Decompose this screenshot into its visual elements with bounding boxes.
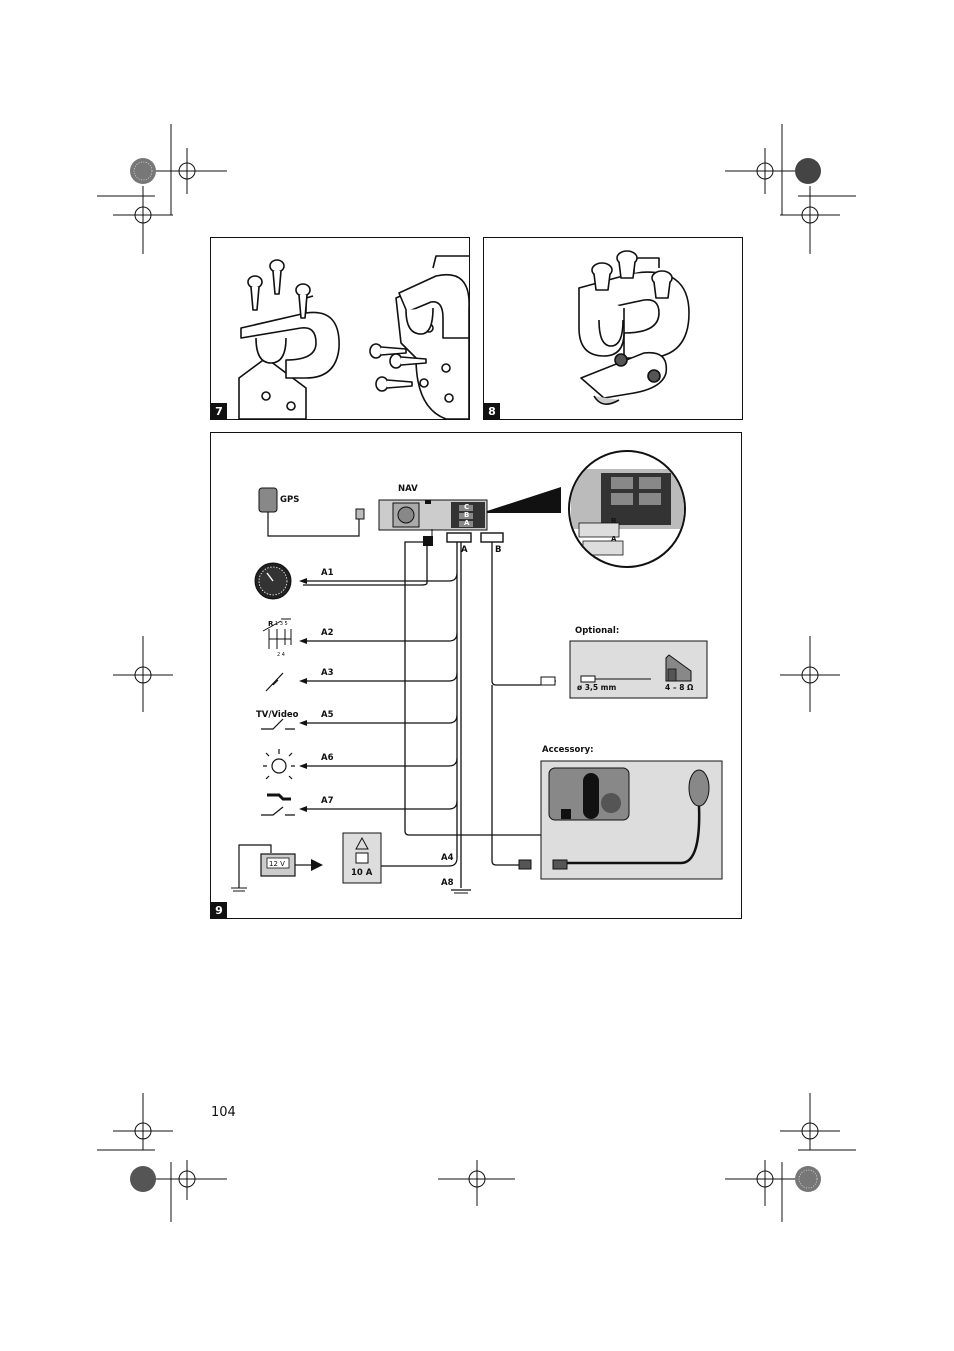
speedometer-icon: [254, 562, 292, 600]
holder-with-adhesive-pad-illustration: [578, 250, 690, 405]
fuse-icon: [342, 832, 382, 884]
jack-size-label: ø 3,5 mm: [577, 683, 617, 692]
wire-a4-label: A4: [441, 853, 454, 863]
connector-b-label: B: [495, 545, 502, 555]
optional-heading: Optional:: [575, 626, 620, 636]
wire-a8-label: A8: [441, 878, 454, 888]
key-switch-icon: [261, 793, 295, 816]
wire-a1-label: A1: [321, 568, 334, 578]
lamp-icon: [263, 749, 295, 780]
bracket-screw-mounting-illustration: [238, 255, 469, 419]
figure-number: 7: [211, 403, 227, 419]
connector-a-label: A: [461, 545, 468, 555]
tv-video-switch-icon: [261, 718, 295, 730]
battery-icon: [231, 844, 323, 892]
impedance-label: 4 – 8 Ω: [665, 683, 694, 692]
gear-top-label: 1 3 5: [275, 621, 288, 627]
wiring-diagram: [231, 450, 723, 894]
gps-antenna-icon: [258, 487, 365, 537]
figure-number: 9: [211, 902, 227, 918]
nav-unit-icon: [378, 499, 488, 531]
unit-c-label: C: [464, 503, 470, 511]
figure-8-panel: 8: [483, 237, 743, 420]
zoom-b-label: B: [611, 517, 617, 525]
accessory-heading: Accessory:: [542, 745, 594, 755]
reverse-gear-icon: [262, 618, 292, 649]
figure-number: 8: [484, 403, 500, 419]
wire-a6-label: A6: [321, 753, 334, 763]
wire-a7-label: A7: [321, 796, 334, 806]
unit-a-label: A: [464, 519, 470, 527]
accessory-remote-box: [518, 760, 723, 880]
nav-label: NAV: [398, 484, 418, 494]
gear-bottom-label: 2 4: [277, 652, 285, 658]
wire-a3-label: A3: [321, 668, 334, 678]
switch-icon: [265, 672, 284, 692]
battery-voltage-label: 12 V: [269, 860, 285, 868]
optional-speaker-box: [540, 640, 708, 699]
connector-zoom-detail: [568, 450, 686, 568]
page-number: 104: [211, 1105, 236, 1120]
figure-9-panel: GPS NAV A B C B A B A A1 A2 A3 A5 A6 A7 …: [210, 432, 742, 919]
gps-label: GPS: [280, 495, 300, 505]
figure-7-panel: 7: [210, 237, 470, 420]
wire-a2-label: A2: [321, 628, 334, 638]
zoom-a-label: A: [611, 535, 617, 543]
wire-a5-label: A5: [321, 710, 334, 720]
gear-r-label: R: [268, 620, 274, 628]
unit-b-label: B: [464, 511, 470, 519]
tv-video-label: TV/Video: [256, 710, 299, 720]
fuse-rating-label: 10 A: [351, 868, 373, 878]
